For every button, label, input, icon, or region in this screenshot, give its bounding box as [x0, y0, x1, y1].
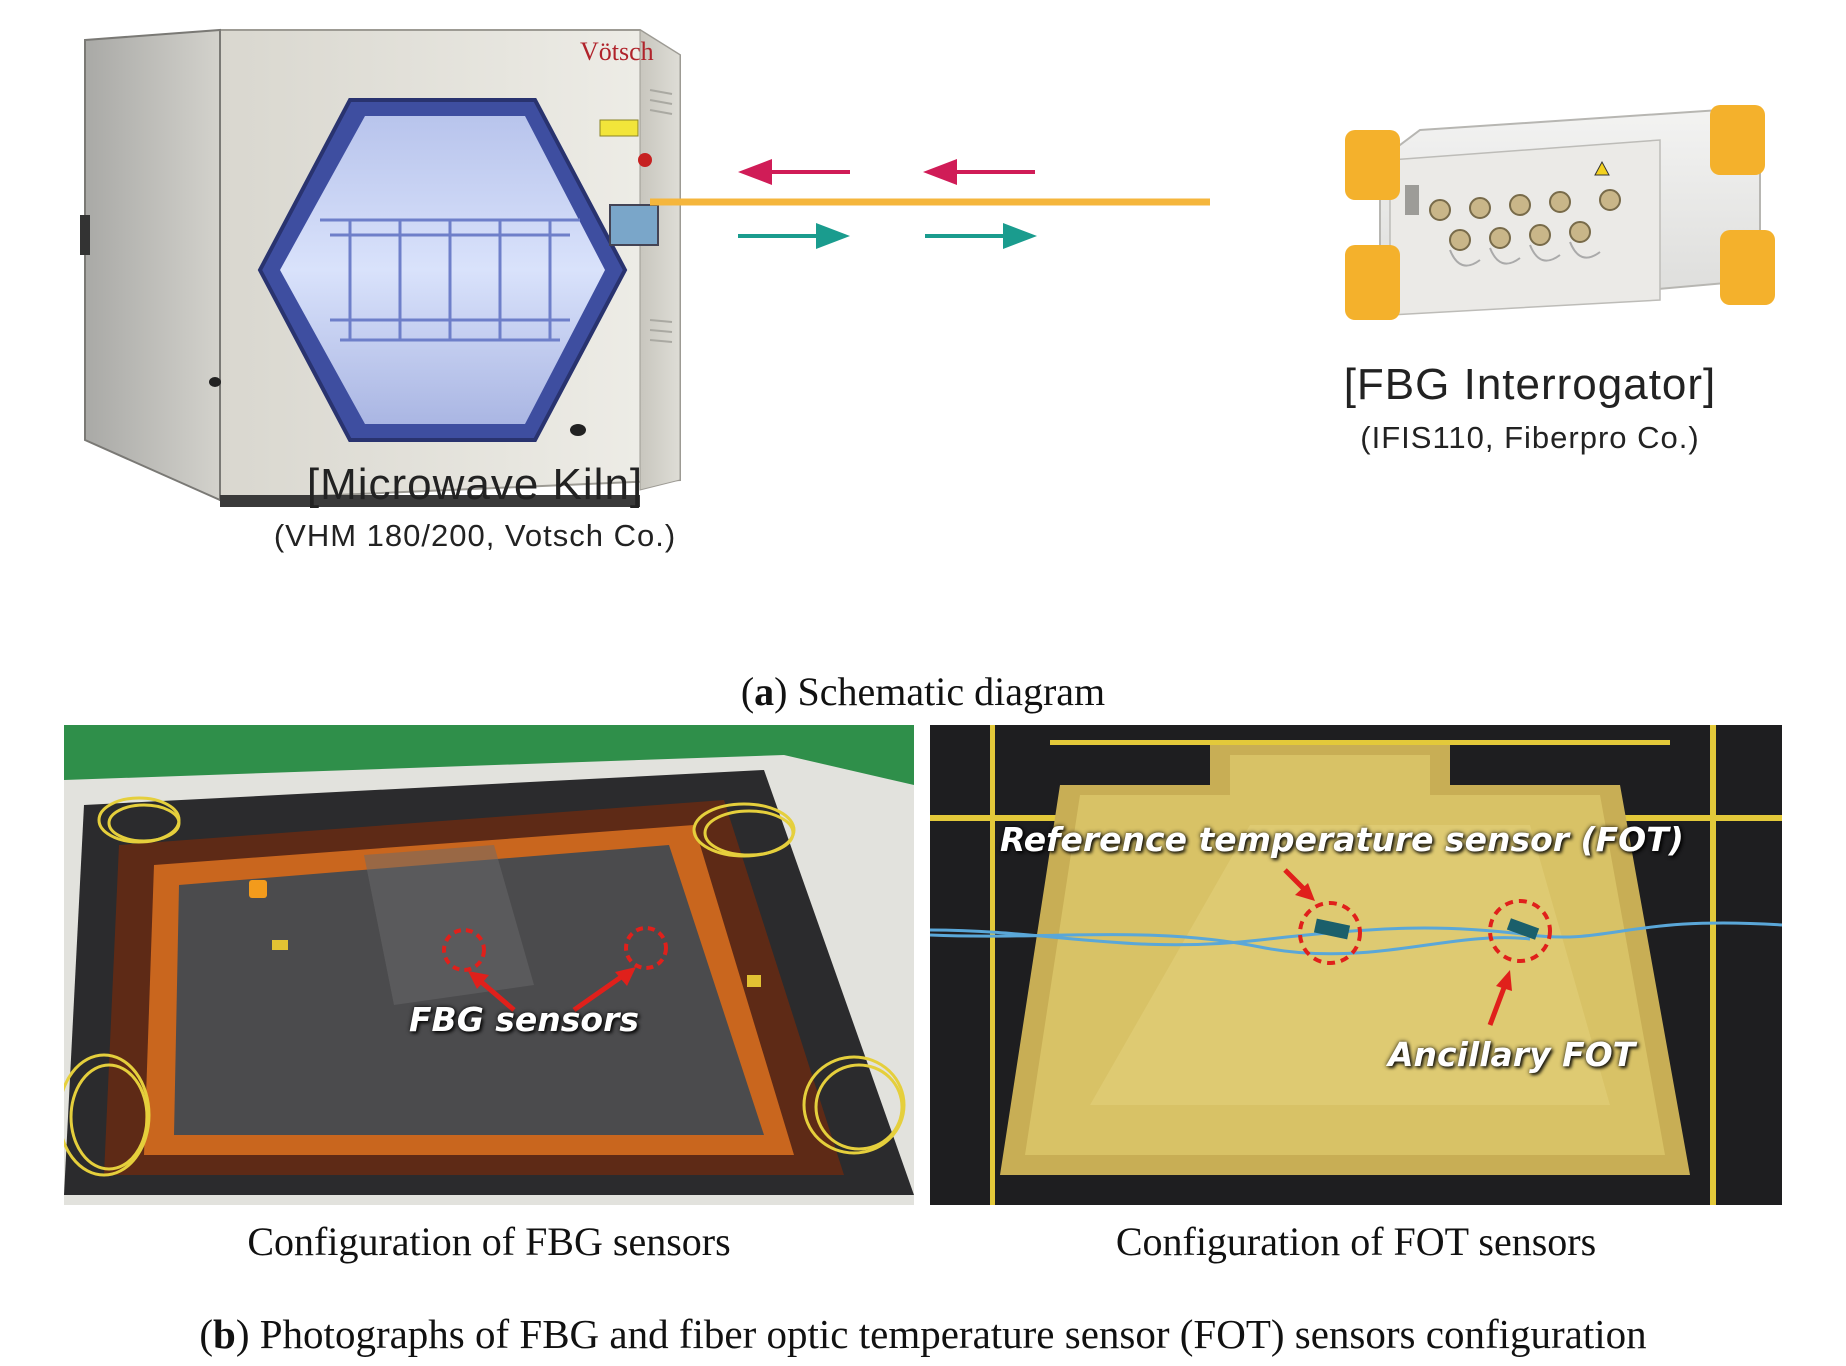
caption-a-text: Schematic diagram [797, 669, 1106, 714]
caption-a: (a) Schematic diagram [740, 669, 1106, 714]
interrogator-title: [FBG Interrogator] [1343, 360, 1717, 409]
sensor-marker-circle [1298, 901, 1362, 965]
arrow-left-icon [923, 159, 1035, 185]
caption-b: (b) Photographs of FBG and fiber optic t… [199, 1311, 1647, 1357]
caption-a-letter: a [754, 669, 775, 714]
arrow-right-icon [738, 223, 850, 249]
sensor-marker-circle [1488, 899, 1552, 963]
pointer-arrow-icon [1487, 970, 1512, 1026]
caption-b-text: Photographs of FBG and fiber optic tempe… [259, 1311, 1647, 1357]
kiln-brand: Vötsch [580, 37, 654, 66]
arrow-right-icon [925, 223, 1037, 249]
interrogator-subtitle: (IFIS110, Fiberpro Co.) [1360, 420, 1700, 455]
fbg-sensors-label: FBG sensors [409, 1000, 640, 1039]
kiln-title: [Microwave Kiln] [306, 460, 644, 509]
door-handle [70, 215, 90, 255]
kiln-subtitle: (VHM 180/200, Votsch Co.) [273, 518, 677, 553]
sensor-marker-circle [624, 926, 668, 970]
caption-fot-config: Configuration of FOT sensors [1115, 1219, 1597, 1264]
photo-fbg-sensors: FBG sensors [64, 725, 914, 1205]
pointer-arrow-icon [468, 971, 516, 1012]
pointer-arrow-icon [572, 967, 636, 1013]
arrow-left-icon [738, 159, 850, 185]
ancillary-fot-label: Ancillary FOT [1388, 1035, 1636, 1074]
fbg-interrogator-image [1330, 100, 1790, 330]
sensor-marker-circle [442, 928, 486, 972]
caption-b-letter: b [213, 1311, 236, 1357]
photo-fot-sensors: Reference temperature sensor (FOT) Ancil… [930, 725, 1782, 1205]
pointer-arrow-icon [1283, 868, 1315, 901]
microwave-kiln-image: Vötsch [70, 20, 800, 540]
fiber-link [650, 150, 1210, 260]
reference-fot-label: Reference temperature sensor (FOT) [1000, 820, 1684, 859]
caption-fbg-config: Configuration of FBG sensors [247, 1219, 731, 1264]
